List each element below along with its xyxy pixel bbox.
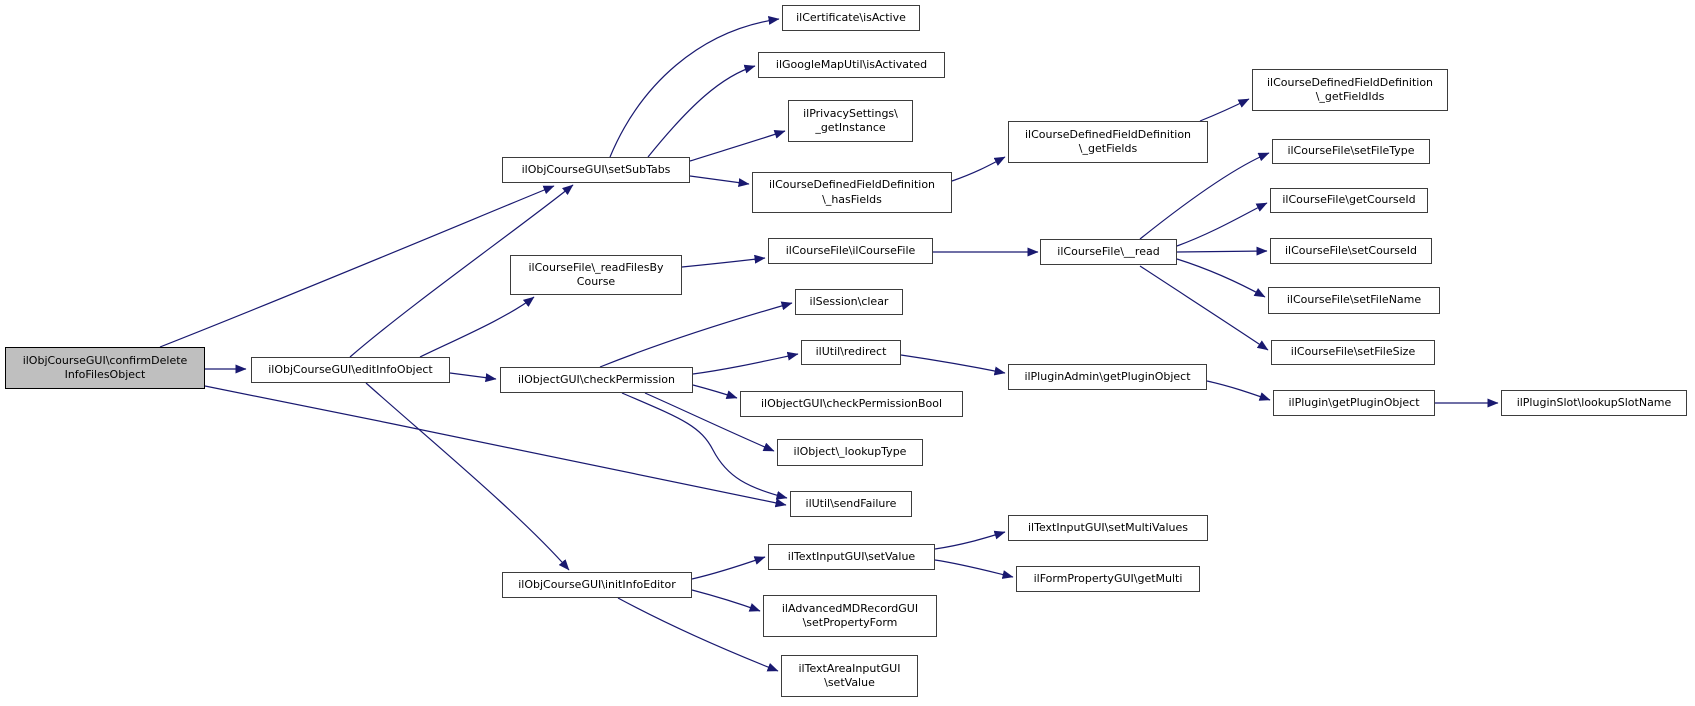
edge-initInfoEditor-textInputSetValue <box>691 556 766 580</box>
node-form-get-multi[interactable]: ilFormPropertyGUI\getMulti <box>1016 566 1200 592</box>
node-check-permission-bool[interactable]: ilObjectGUI\checkPermissionBool <box>740 391 963 417</box>
edge-textInputSetValue-setMultiValues <box>934 530 1006 550</box>
node-set-sub-tabs[interactable]: ilObjCourseGUI\setSubTabs <box>502 157 690 183</box>
node-set-course-id[interactable]: ilCourseFile\setCourseId <box>1270 238 1432 264</box>
edge-initInfoEditor-textAreaSetValue <box>617 597 779 672</box>
node-textarea-set-value[interactable]: ilTextAreaInputGUI \setValue <box>781 655 918 697</box>
edge-read-setFileName <box>1176 258 1266 298</box>
edge-initInfoEditor-setPropertyForm <box>691 589 761 612</box>
edge-checkPermission-lookupType <box>644 392 775 452</box>
edge-editInfoObject-checkPermission <box>449 372 497 383</box>
node-pluginadmin-get-plugin-object[interactable]: ilPluginAdmin\getPluginObject <box>1008 364 1207 390</box>
node-session-clear[interactable]: ilSession\clear <box>795 289 903 315</box>
node-privacy-get-instance[interactable]: ilPrivacySettings\ _getInstance <box>788 100 913 142</box>
edge-read-setFileType <box>1139 152 1270 240</box>
edge-checkPermission-checkPermissionBool <box>692 384 738 399</box>
node-certificate-is-active[interactable]: ilCertificate\isActive <box>782 5 920 31</box>
node-send-failure[interactable]: ilUtil\sendFailure <box>790 491 912 517</box>
edge-checkPermission-redirect <box>692 351 799 375</box>
edge-read-getCourseId <box>1176 202 1268 247</box>
node-plugin-get-plugin-object[interactable]: ilPlugin\getPluginObject <box>1273 390 1435 416</box>
node-set-file-name[interactable]: ilCourseFile\setFileName <box>1268 287 1440 314</box>
edge-setSubTabs-isActivated <box>647 64 756 158</box>
node-cdfd-get-fields[interactable]: ilCourseDefinedFieldDefinition \_getFiel… <box>1008 121 1208 163</box>
node-lookup-type[interactable]: ilObject\_lookupType <box>777 439 923 466</box>
edge-editInfoObject-initInfoEditor <box>365 382 570 571</box>
node-googlemap-is-activated[interactable]: ilGoogleMapUtil\isActivated <box>758 52 945 78</box>
edge-textInputSetValue-getMulti <box>934 559 1014 579</box>
node-init-info-editor[interactable]: ilObjCourseGUI\initInfoEditor <box>502 572 692 598</box>
edge-checkPermission-sessionClear <box>599 301 793 368</box>
node-util-redirect[interactable]: ilUtil\redirect <box>801 340 901 365</box>
edge-getFields-getFieldIds <box>1199 98 1250 122</box>
edge-hasFields-getFields <box>951 156 1006 182</box>
node-lookup-slot-name[interactable]: ilPluginSlot\lookupSlotName <box>1501 390 1687 416</box>
edge-checkPermission-sendFailure <box>621 392 788 500</box>
edge-setSubTabs-getInstance <box>689 130 786 162</box>
node-read-files-by-course[interactable]: ilCourseFile\_readFilesBy Course <box>510 255 682 295</box>
node-set-file-type[interactable]: ilCourseFile\setFileType <box>1272 139 1430 164</box>
node-coursefile-constructor[interactable]: ilCourseFile\ilCourseFile <box>768 238 933 264</box>
edge-editInfoObject-setSubTabs <box>349 184 574 358</box>
node-set-multi-values[interactable]: ilTextInputGUI\setMultiValues <box>1008 515 1208 541</box>
node-set-file-size[interactable]: ilCourseFile\setFileSize <box>1271 340 1435 365</box>
node-set-property-form[interactable]: ilAdvancedMDRecordGUI \setPropertyForm <box>763 595 937 637</box>
edge-confirmDelete-setSubTabs <box>159 185 555 348</box>
node-get-course-id[interactable]: ilCourseFile\getCourseId <box>1270 188 1428 213</box>
edge-setSubTabs-hasFields <box>689 175 750 188</box>
edge-read-setFileSize <box>1139 265 1269 351</box>
node-cdfd-has-fields[interactable]: ilCourseDefinedFieldDefinition \_hasFiel… <box>752 172 952 213</box>
node-edit-info-object[interactable]: ilObjCourseGUI\editInfoObject <box>251 357 450 383</box>
node-confirm-delete-info-files-object[interactable]: ilObjCourseGUI\confirmDelete InfoFilesOb… <box>5 347 205 389</box>
node-check-permission[interactable]: ilObjectGUI\checkPermission <box>500 367 693 393</box>
edge-read-setCourseId <box>1176 246 1268 256</box>
edge-confirmDelete-sendFailure <box>204 385 787 508</box>
edge-editInfoObject-readFilesByCourse <box>419 296 535 358</box>
node-textinput-set-value[interactable]: ilTextInputGUI\setValue <box>768 544 935 570</box>
node-cdfd-get-field-ids[interactable]: ilCourseDefinedFieldDefinition \_getFiel… <box>1252 69 1448 111</box>
edge-readFilesByCourse-ilCourseFile <box>681 254 766 268</box>
edge-setSubTabs-isActive <box>609 15 780 158</box>
node-coursefile-read[interactable]: ilCourseFile\__read <box>1040 239 1177 265</box>
edge-redirect-pluginAdminGetPluginObject <box>900 354 1006 376</box>
edge-pluginAdmin-pluginGetPluginObject <box>1206 380 1271 401</box>
